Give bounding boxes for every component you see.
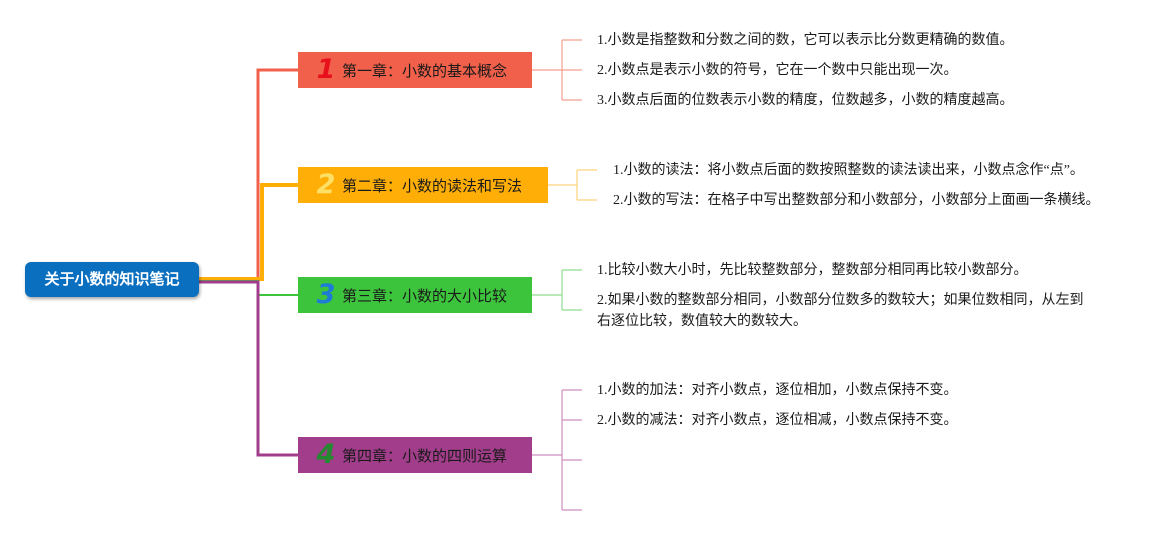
leaf-ch1-item2[interactable]: 2.小数点是表示小数的符号，它在一个数中只能出现一次。 [597,63,958,78]
leaf-connector-ch2 [548,169,597,201]
leaf-ch1-item1[interactable]: 1.小数是指整数和分数之间的数，它可以表示比分数更精确的数值。 [597,33,1014,48]
chapter-number-1: 1 [316,54,336,85]
chapter-1-topic[interactable]: 1 第一章：小数的基本概念 [298,52,532,88]
chapter-title-4: 第四章：小数的四则运算 [342,446,508,465]
chapter-title-3: 第三章：小数的大小比较 [342,286,508,305]
leaf-ch3-item1[interactable]: 1.比较小数大小时，先比较整数部分，整数部分相同再比较小数部分。 [597,263,1028,278]
leaf-connector-ch1 [532,39,582,101]
chapter-title-1: 第一章：小数的基本概念 [342,61,508,80]
leaf-connector-ch4 [532,389,582,511]
leaf-ch2-item1[interactable]: 1.小数的读法：将小数点后面的数按照整数的读法读出来，小数点念作“点”。 [613,163,1084,178]
chapter-3-topic[interactable]: 3 第三章：小数的大小比较 [298,277,532,313]
chapter-4-topic[interactable]: 4 第四章：小数的四则运算 [298,437,532,473]
leaf-ch1-item3[interactable]: 3.小数点后面的位数表示小数的精度，位数越多，小数的精度越高。 [597,93,1014,108]
leaf-ch2-item2[interactable]: 2.小数的写法：在格子中写出整数部分和小数部分，小数部分上面画一条横线。 [613,193,1100,208]
leaf-ch3-item2[interactable]: 2.如果小数的整数部分相同，小数部分位数多的数较大；如果位数相同，从左到右逐位比… [597,293,1084,329]
root-topic[interactable]: 关于小数的知识笔记 [25,262,199,297]
chapter-number-4: 4 [316,439,336,470]
chapter-title-2: 第二章：小数的读法和写法 [342,176,523,195]
leaf-connector-ch3 [532,269,582,311]
chapter-number-2: 2 [316,169,336,200]
leaf-ch4-item2[interactable]: 2.小数的减法：对齐小数点，逐位相减，小数点保持不变。 [597,413,958,428]
connector-ch2 [199,183,298,281]
connector-ch1 [199,68,298,281]
chapter-2-topic[interactable]: 2 第二章：小数的读法和写法 [298,167,548,203]
chapter-number-3: 3 [316,279,336,310]
leaf-ch4-item1[interactable]: 1.小数的加法：对齐小数点，逐位相加，小数点保持不变。 [597,383,958,398]
connector-ch4 [199,280,298,457]
